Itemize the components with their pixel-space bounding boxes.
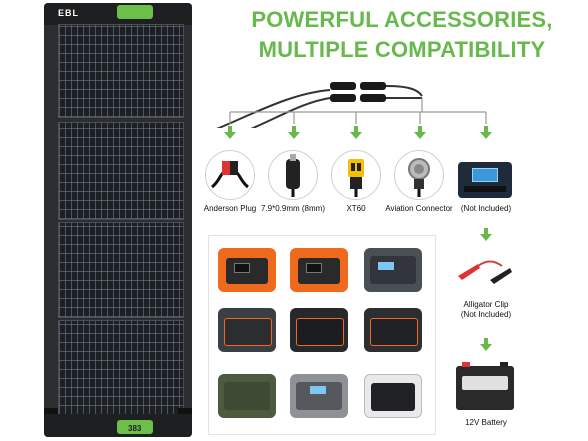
anderson-plug-icon [205,150,255,200]
headline-line-2: MULTIPLE COMPATIBILITY [258,37,546,62]
controller-label: (Not Included) [460,204,512,213]
down-arrow-icon [480,228,492,241]
connector-label: XT60 [346,204,366,213]
brand-logo: EBL [58,8,79,18]
battery-icon [456,362,514,410]
strap-right [178,408,192,414]
headline-line-1: POWERFUL ACCESSORIES, [251,7,553,32]
power-station-image [218,248,276,292]
connector-label: Aviation Connector [385,204,453,213]
power-station-image [290,374,348,418]
down-arrow-icon [350,126,362,139]
xt60-connector-icon [331,150,381,200]
solar-cell-section [58,24,184,118]
down-arrow-icon [414,126,426,139]
strap-left [44,408,58,414]
down-arrow-icon [224,126,236,139]
power-station-image [290,248,348,292]
down-arrow-icon [288,126,300,139]
alligator-label: Alligator Clip [463,300,509,309]
alligator-note: (Not Included) [460,310,512,319]
power-station-image [364,248,422,292]
panel-top-tag [117,5,153,19]
cable-diagram [216,82,487,128]
down-arrow-icon [480,338,492,351]
solar-cell-section [58,320,184,416]
connector-label: 7.9*0.9mm (8mm) [260,204,325,213]
power-station-image [218,374,276,418]
power-station-image [364,308,422,352]
charge-controller-icon [458,162,512,198]
solar-cell-section [58,122,184,220]
battery-label: 12V Battery [465,418,507,427]
panel-model: 383 [128,424,142,433]
power-station-image [364,374,422,418]
power-station-image [218,308,276,352]
solar-cell-section [58,222,184,318]
panel-bottom-tag [117,420,153,434]
alligator-clip-icon [458,260,512,284]
power-station-image [290,308,348,352]
aviation-connector-icon [394,150,444,200]
dc-plug-icon [268,150,318,200]
down-arrow-icon [480,126,492,139]
connector-label: Anderson Plug [203,204,257,213]
